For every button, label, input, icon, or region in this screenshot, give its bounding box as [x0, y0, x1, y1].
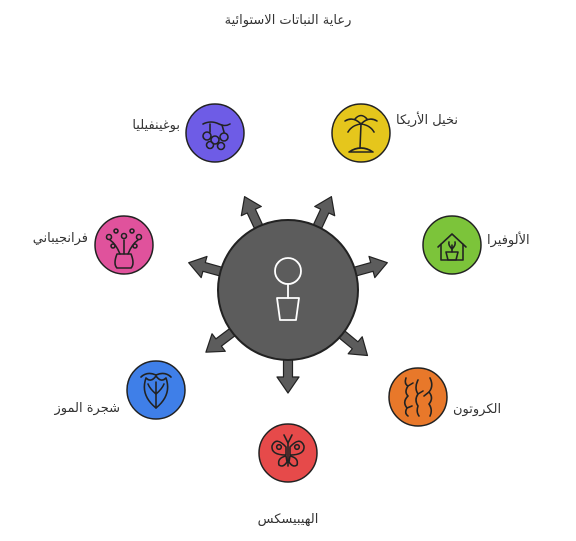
- node-areca-palm: نخيل الأريكا: [331, 103, 458, 163]
- node-aloe-vera: الألوفيرا: [422, 215, 530, 275]
- node-banana-tree: شجرة الموز: [54, 360, 186, 420]
- central-hub: [217, 219, 359, 361]
- leaf-icon: [140, 372, 172, 409]
- greenhouse-icon: [437, 233, 467, 261]
- node-croton: الكروتون: [388, 367, 501, 427]
- node-label-croton: الكروتون: [453, 402, 501, 417]
- berries-icon: [202, 121, 231, 151]
- node-label-frangipani: فرانجيباني: [33, 231, 88, 246]
- palm-tree-icon: [344, 114, 378, 153]
- roots-icon: [403, 377, 433, 417]
- node-label-bougainvillea: بوغينفيليا: [132, 118, 180, 133]
- node-frangipani: فرانجيباني: [33, 215, 154, 275]
- node-bougainvillea: بوغينفيليا: [132, 103, 245, 163]
- diagram-title: رعاية النباتات الاستوائية: [225, 13, 352, 28]
- flower-vase-icon: [105, 228, 143, 269]
- butterfly-icon: [271, 434, 305, 467]
- potted-plant-icon: [274, 257, 302, 321]
- node-label-banana-tree: شجرة الموز: [54, 401, 120, 416]
- node-label-hibiscus: الهيبيسكس: [258, 512, 319, 527]
- node-circle-bougainvillea: [185, 103, 245, 163]
- node-hibiscus: الهيبيسكس: [258, 423, 319, 527]
- node-circle-croton: [388, 367, 448, 427]
- node-label-areca-palm: نخيل الأريكا: [396, 111, 458, 128]
- node-label-aloe-vera: الألوفيرا: [487, 231, 530, 248]
